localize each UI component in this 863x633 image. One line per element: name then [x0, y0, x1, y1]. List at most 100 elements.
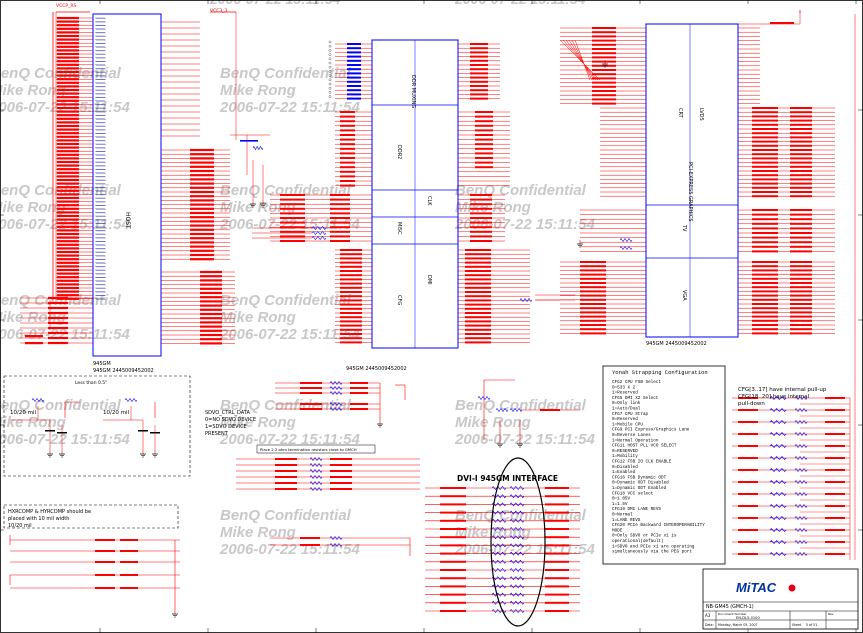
svg-text:2006-07-22 15:11:54: 2006-07-22 15:11:54 [454, 431, 595, 448]
svg-text:Mike Rong: Mike Rong [220, 414, 296, 431]
strapping-line: 0=Reserved [612, 417, 638, 422]
strapping-line: 0=533 X 2 [612, 385, 636, 390]
strapping-line: 0=Only link [612, 401, 641, 406]
svg-text:BenQ Confidential: BenQ Confidential [220, 292, 352, 309]
svg-text:Mike Rong: Mike Rong [455, 524, 531, 541]
strapping-line: CFG19 DMI LANE REVS [612, 507, 661, 512]
graphics-section-pcie: PCI-EXPRESS GRAPHICS [687, 162, 693, 221]
rcomp-dashed-box [3, 504, 179, 529]
svg-text:2006-07-22 15:11:54: 2006-07-22 15:11:54 [454, 216, 595, 233]
termination-note-box [256, 444, 376, 454]
svg-text:Mike Rong: Mike Rong [220, 82, 296, 99]
svg-text:Mike Rong: Mike Rong [0, 199, 66, 216]
strapping-line: 1=Mobility [612, 454, 638, 459]
strapping-line: CFG16 FSB Dynamic ODT [612, 475, 667, 480]
strapping-line: operational(default) [612, 539, 664, 544]
svg-text:Mike Rong: Mike Rong [0, 414, 66, 431]
host-chip-outline [92, 13, 162, 357]
strapping-line: CFG9 PCI Express/Graphics Lane [612, 428, 690, 433]
strapping-line: 0=Only SDVO or PCIe x1 is [612, 534, 677, 539]
svg-text:Mike Rong: Mike Rong [220, 199, 296, 216]
termination-note: Place 2.2 ohm termination resistors clos… [260, 447, 357, 452]
svg-text:BenQ Confidential: BenQ Confidential [220, 507, 352, 524]
strapping-line: CFG20 PCIe Backward INTEROPERABILITY [612, 523, 705, 528]
svg-text:BenQ Confidential: BenQ Confidential [220, 65, 352, 82]
cfg-pullup-note: CFG[3..17] have internal pull-up [738, 387, 827, 393]
strapping-line: 0=Reverse Lanes [612, 433, 651, 438]
strapping-line: CFG18 VCC select [612, 491, 654, 496]
host-chip-label: HOST [124, 212, 131, 229]
svg-text:2006-07-22 15:11:54: 2006-07-22 15:11:54 [219, 99, 360, 116]
rcomp-note-line1: HXRCOMP & HYRCOMP should be [8, 509, 91, 515]
strapping-line: 1=Normal Operation [612, 438, 659, 443]
strapping-line: 1=Reserved [612, 391, 638, 396]
strapping-title: Yonah Strapping Configuration [612, 369, 708, 376]
strapping-line: CFG12 FSB IO CLK ENABLE [612, 460, 672, 465]
strapping-line: 0=Dynamic ODT Disabled [612, 481, 669, 486]
title-block-rev-label: Rev [828, 612, 834, 616]
strapping-box [602, 365, 726, 565]
strapping-line: 1=SDVO and PCIe x1 are operating [612, 544, 695, 549]
graphics-section-vga: VGA [681, 290, 687, 301]
svg-text:Mike Rong: Mike Rong [0, 82, 66, 99]
graphics-section-crt: CRT [677, 108, 683, 119]
ddr-section-misc: MISC [396, 222, 402, 235]
graphics-section-lvds: LVDS [698, 108, 704, 121]
note-trace-right: 10/20 mil [103, 410, 129, 416]
svg-text:BenQ Confidential: BenQ Confidential [0, 292, 122, 309]
mitac-logo-dot [788, 584, 796, 592]
ddr-section-dmi: DMI [426, 275, 432, 285]
title-block-sheet: 5 of 51 [806, 623, 817, 627]
title-block-date: Monday, March 05, 2007 [718, 623, 758, 627]
svg-text:2006-07-22 15:11:54: 2006-07-22 15:11:54 [209, 0, 341, 7]
title-block-doc-number: EN-DL5-0100 [736, 616, 760, 620]
hxrcomp-dashed-box [3, 375, 191, 477]
strapping-line: 1=Auto/Dual [612, 407, 641, 412]
strapping-line: 1=Dynamic ODT Enabled [612, 486, 667, 491]
rail-label-vccp: VCCP_RS [56, 3, 76, 9]
strapping-line: 1=Mobile CPU [612, 422, 643, 427]
graphics-chip-part: 945GM 2445009452002 [646, 341, 707, 347]
svg-text:Mike Rong: Mike Rong [220, 524, 296, 541]
title-block-size: A3 [705, 613, 711, 618]
dvi-interface-title: DVI-I 945GM INTERFACE [457, 474, 558, 483]
graphics-chip-outline [645, 23, 739, 338]
title-block-sheet-label: Sheet [792, 623, 802, 627]
svg-text:BenQ Confidential: BenQ Confidential [0, 65, 122, 82]
svg-text:BenQ Confidential: BenQ Confidential [220, 182, 352, 199]
mitac-logo: MiTAC [736, 580, 777, 595]
note-less-than: Less than 0.5" [75, 380, 107, 386]
strapping-line: CFG11 HOST PLL VCO SELECT [612, 444, 677, 449]
svg-text:BenQ Confidential: BenQ Confidential [455, 182, 587, 199]
strapping-line: 0=RESERVED [612, 449, 638, 454]
ddr-section-ddr2: DDR2 [396, 145, 402, 159]
host-chip-part-code: 945GM 2445009452002 [93, 368, 154, 374]
title-block-title: NB-GM45 (GMCH-1) [706, 604, 754, 610]
svg-text:2006-07-22 15:11:54: 2006-07-22 15:11:54 [0, 431, 130, 448]
ddr-section-muxing: DDR MUXING [410, 75, 416, 108]
sdvo-option-2: PRESENT [205, 431, 229, 437]
sdvo-option-0: 0=NO SDVO DEVICE [205, 417, 256, 423]
strapping-line: 1=Enabled [612, 470, 636, 475]
strapping-line: 0=Disabled [612, 465, 638, 470]
strapping-line: 1=1.5V [612, 502, 628, 507]
ddr-section-clk: CLK [426, 196, 432, 206]
ddr-section-cfg: CFG [396, 295, 402, 305]
svg-text:BenQ Confidential: BenQ Confidential [455, 507, 587, 524]
svg-text:Mike Rong: Mike Rong [455, 414, 531, 431]
rail-label-vcc33: VCC3_3 [210, 8, 227, 14]
svg-text:2006-07-22 15:11:54: 2006-07-22 15:11:54 [0, 326, 130, 343]
strapping-line: CFG5 DMI X2 Select [612, 396, 659, 401]
sdvo-ctrl-title: SDVO_CTRL_DATA [205, 410, 250, 416]
cfg-pulldown-note: CFG[18..20] have internal [738, 394, 810, 400]
title-block-doc-label: Document Number [718, 612, 747, 616]
strapping-line: CFG7 CPU Strap [612, 412, 649, 417]
rcomp-note-line3: 10/20 mil [8, 523, 32, 529]
svg-text:2006-07-22 15:11:54: 2006-07-22 15:11:54 [454, 541, 595, 558]
strapping-line: 0=Normal [612, 513, 633, 518]
svg-text:BenQ Confidential: BenQ Confidential [0, 397, 122, 414]
note-trace-left: 10/20 mil [10, 410, 36, 416]
